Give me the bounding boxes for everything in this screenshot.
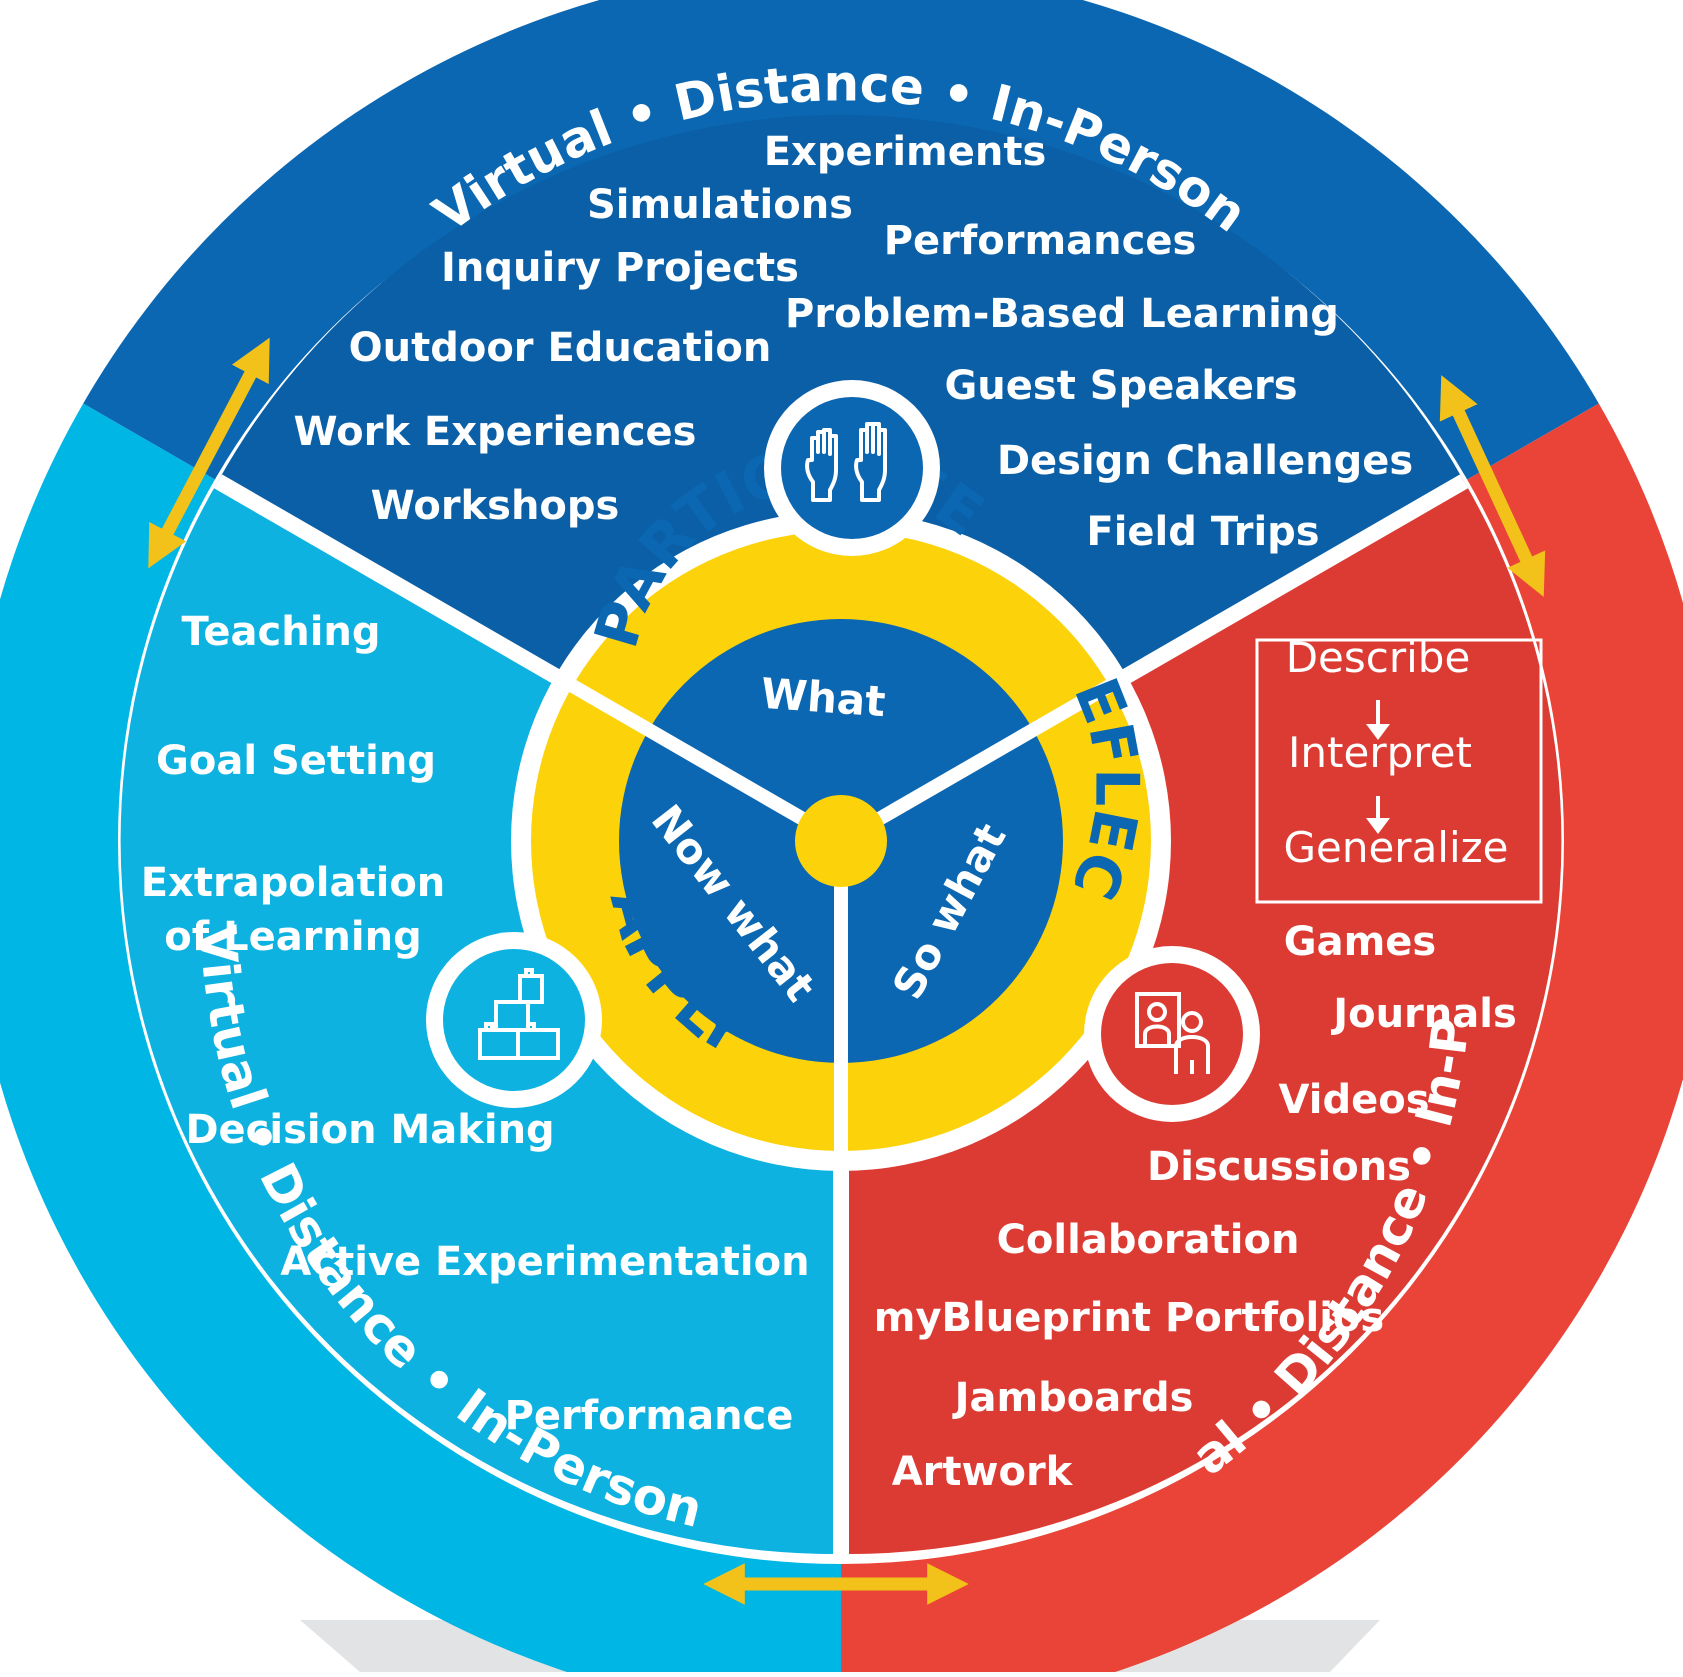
reflect-item-label: Collaboration: [997, 1217, 1300, 1263]
apply-item-label: Performance: [505, 1393, 794, 1439]
reflect-item-label: Artwork: [892, 1449, 1074, 1495]
apply-item-label: Active Experimentation: [280, 1239, 809, 1285]
participate-icon-badge: [764, 380, 940, 556]
person-at-board-icon: [1135, 992, 1210, 1074]
arrow-participate-apply: [148, 337, 270, 569]
participate-item-label: Guest Speakers: [944, 363, 1297, 409]
participate-item-label: Experiments: [764, 129, 1047, 175]
reflect-process-arrows: [1366, 700, 1390, 834]
core-dividers: [567, 678, 1115, 1151]
activity-labels: ExperimentsSimulationsPerformancesInquir…: [141, 129, 1517, 1495]
reflect-icon-badge: [1084, 946, 1260, 1122]
raised-hands-icon: [805, 422, 887, 502]
participate-item-label: Performances: [884, 218, 1197, 264]
reflect-step-label: Generalize: [1283, 823, 1508, 872]
reflect-process-box: [1255, 638, 1543, 904]
apply-item-label: Teaching: [181, 609, 380, 655]
reflect-item-label: Games: [1284, 919, 1436, 965]
participate-item-label: Workshops: [371, 483, 620, 529]
reflect-item-label: Journals: [1330, 991, 1517, 1037]
participate-item-label: Simulations: [587, 182, 853, 228]
reflect-step-label: Describe: [1286, 633, 1471, 682]
participate-item-label: Work Experiences: [293, 409, 696, 455]
apply-item-label: Extrapolation: [141, 860, 446, 906]
reflect-step-label: Interpret: [1288, 728, 1472, 777]
building-blocks-icon: [478, 968, 560, 1060]
reflect-item-label: myBlueprint Portfolios: [874, 1295, 1384, 1341]
participate-item-label: Outdoor Education: [349, 325, 772, 371]
reflect-item-label: Discussions: [1147, 1144, 1411, 1190]
participate-item-label: Problem-Based Learning: [785, 291, 1339, 337]
apply-icon-badge: [426, 932, 602, 1108]
reflect-item-label: Jamboards: [952, 1375, 1194, 1421]
reflect-item-label: Videos: [1278, 1077, 1429, 1123]
question-what: What: [759, 669, 887, 727]
cycle-arrows: [148, 337, 1546, 1605]
core-hub: [795, 795, 887, 887]
participate-item-label: Inquiry Projects: [441, 245, 799, 291]
arrow-participate-reflect: [1439, 375, 1546, 597]
apply-item-label: of Learning: [164, 914, 421, 960]
participate-item-label: Field Trips: [1086, 509, 1319, 555]
participate-item-label: Design Challenges: [997, 438, 1413, 484]
apply-item-label: Decision Making: [185, 1107, 554, 1153]
apply-item-label: Goal Setting: [156, 738, 436, 784]
